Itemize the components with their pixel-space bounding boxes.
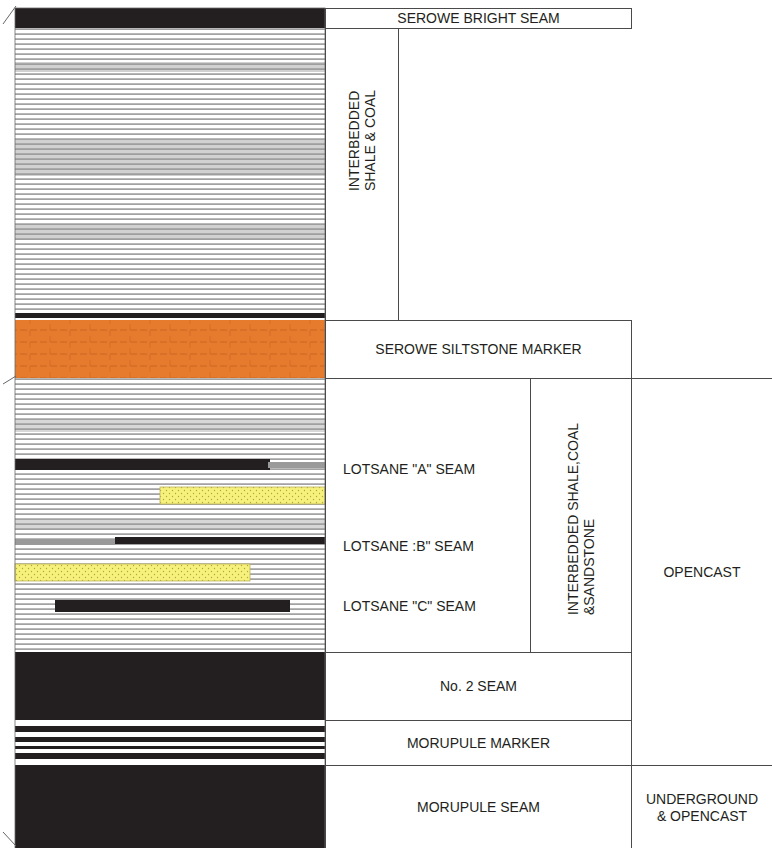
unit-label: LOTSANE "C" SEAM xyxy=(343,598,476,614)
unit-label-box: OPENCAST xyxy=(631,378,772,766)
unit-label: SEROWE SILTSTONE MARKER xyxy=(375,341,581,357)
unit-label: INTERBEDDED SHALE,COAL &SANDSTONE xyxy=(565,416,597,616)
shale-band xyxy=(15,62,325,72)
unit-label-box: SEROWE SILTSTONE MARKER xyxy=(325,320,632,379)
unit-label-box: INTERBEDDED SHALE & COAL xyxy=(325,28,399,321)
coal-band xyxy=(55,600,290,612)
unit-label: LOTSANE "A" SEAM xyxy=(343,461,475,477)
shale-band xyxy=(15,140,325,176)
unit-label: INTERBEDDED SHALE & COAL xyxy=(346,82,378,192)
shale-band xyxy=(15,539,115,545)
unit-label: UNDERGROUND & OPENCAST xyxy=(643,791,761,823)
sandstone-lens xyxy=(160,487,325,504)
coal-band xyxy=(115,537,325,544)
column-outline xyxy=(15,8,325,848)
coal-band xyxy=(15,737,325,742)
shale-band xyxy=(268,462,325,468)
sandstone-lens xyxy=(15,564,250,581)
unit-label-box: UNDERGROUND & OPENCAST xyxy=(631,765,772,848)
unit-label: OPENCAST xyxy=(663,564,740,580)
unit-label-box: SEROWE BRIGHT SEAM xyxy=(325,8,632,29)
coal-seam xyxy=(15,765,325,848)
marker-unit xyxy=(15,720,325,765)
unit-label-box: MORUPULE MARKER xyxy=(325,720,632,766)
bracket-line xyxy=(3,6,16,24)
unit-label: MORUPULE MARKER xyxy=(407,735,550,751)
coal-band xyxy=(15,8,325,28)
coal-band xyxy=(15,726,325,732)
unit-label-box: LOTSANE "A" SEAM LOTSANE :B" SEAM LOTSANE … xyxy=(325,378,531,653)
shale-coal-unit xyxy=(15,28,325,316)
shale-band xyxy=(15,224,325,240)
shale-band xyxy=(15,520,325,530)
coal-band xyxy=(15,753,325,759)
unit-label: LOTSANE :B" SEAM xyxy=(343,538,474,554)
unit-label: SEROWE BRIGHT SEAM xyxy=(397,10,559,26)
unit-label: MORUPULE SEAM xyxy=(417,799,540,815)
shale-band xyxy=(15,420,325,432)
coal-band xyxy=(15,459,270,470)
unit-label-box: MORUPULE SEAM xyxy=(325,765,632,848)
bracket-line xyxy=(3,832,16,846)
unit-label-box: INTERBEDDED SHALE,COAL &SANDSTONE xyxy=(530,378,632,653)
unit-label: No. 2 SEAM xyxy=(440,678,517,694)
siltstone-band xyxy=(15,320,325,378)
coal-band xyxy=(15,313,325,318)
coal-seam xyxy=(15,652,325,720)
coal-band xyxy=(15,746,325,749)
unit-label-box: No. 2 SEAM xyxy=(325,652,632,721)
bracket-line xyxy=(3,376,16,384)
shale-coal-sandstone-unit xyxy=(15,378,325,652)
